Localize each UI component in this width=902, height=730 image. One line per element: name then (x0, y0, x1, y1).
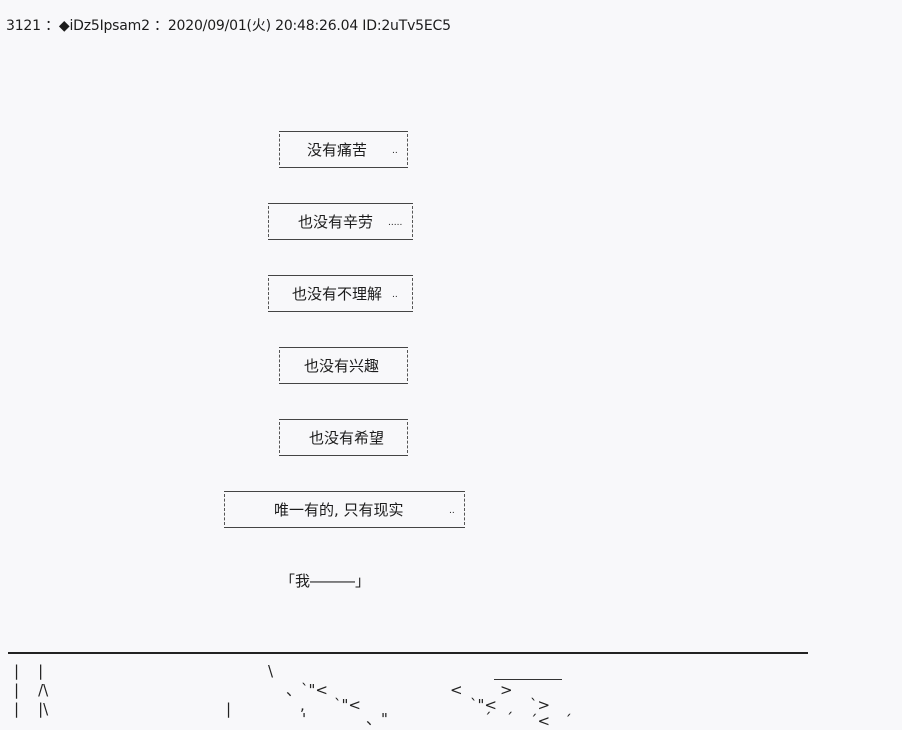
ascii-art-line: > (500, 681, 513, 699)
ascii-art-line: < (450, 681, 463, 699)
text-box-4: 也没有兴趣 (279, 347, 408, 384)
ascii-art-bar (494, 679, 562, 680)
ascii-art-line: | (226, 700, 232, 718)
text-box-3: 也没有不理解 .. (268, 275, 413, 312)
box-text: 没有痛苦 (307, 141, 368, 159)
text-box-6: 唯一有的, 只有现实 .. (224, 491, 465, 528)
quote-text: 「我―――」 (280, 572, 371, 590)
post-header: 3121 ：◆iDz5Ipsam2 ：2020/09/01(火) 20:48:2… (6, 18, 451, 34)
ascii-art-line: | |\ (14, 700, 49, 718)
ascii-art-line: ´ ´ (484, 710, 514, 728)
ascii-art-line: ´< ´ (530, 712, 572, 730)
ascii-art-line: 、`"< (286, 681, 328, 699)
box-dots: .. (449, 506, 455, 516)
ascii-art-line: `"< (334, 696, 361, 714)
ascii-art-line: , (300, 696, 305, 714)
text-box-1: 没有痛苦 .. (279, 131, 408, 168)
ascii-art-line: 、" (366, 710, 388, 728)
ascii-art-line: | | (14, 662, 44, 680)
box-text: 也没有不理解 (292, 285, 383, 303)
text-box-5: 也没有希望 (279, 419, 408, 456)
ascii-art-line: \ (268, 662, 274, 680)
text-box-2: 也没有辛劳 ..... (268, 203, 413, 240)
box-dots: .. (392, 290, 398, 300)
box-text: 唯一有的, 只有现实 (274, 501, 404, 519)
ascii-art-line: `> (530, 696, 551, 714)
section-divider (8, 652, 808, 654)
box-text: 也没有辛劳 (298, 213, 374, 231)
box-dots: ..... (388, 218, 403, 228)
box-text: 也没有兴趣 (304, 357, 380, 375)
ascii-art-line: ' (302, 710, 307, 728)
box-text: 也没有希望 (309, 429, 385, 447)
ascii-art-line: | /\ (14, 681, 49, 699)
ascii-art-line: `"< (470, 696, 497, 714)
box-dots: .. (392, 146, 398, 156)
